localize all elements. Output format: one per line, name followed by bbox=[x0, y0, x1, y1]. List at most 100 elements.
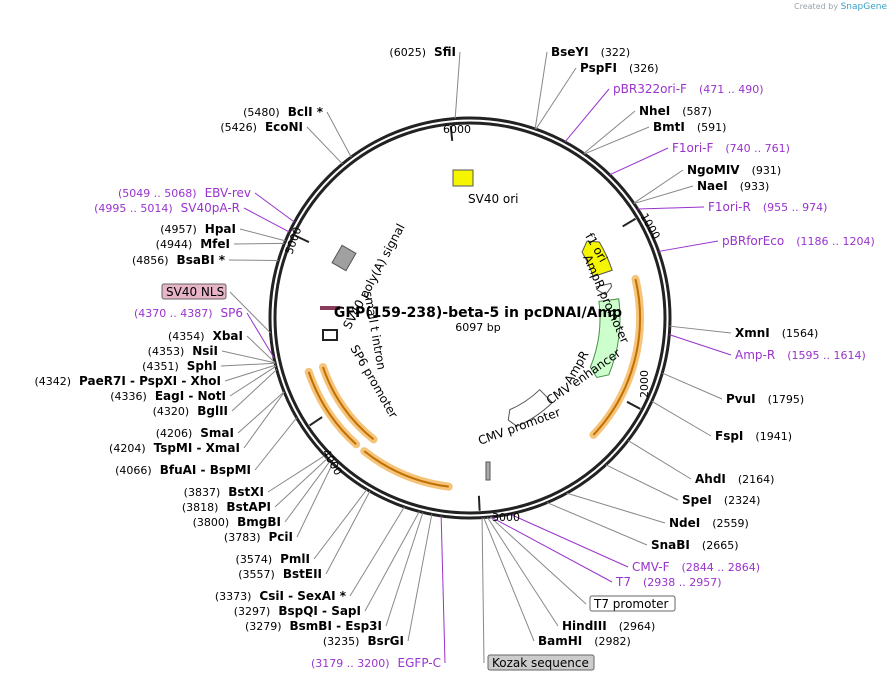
tick-mark bbox=[622, 217, 637, 228]
tick-mark bbox=[309, 416, 323, 427]
label-econi: (5426)EcoNI bbox=[220, 120, 303, 134]
label-bsteii: (3557)BstEII bbox=[238, 567, 322, 581]
site-labels: BseYI(322) PspFI(326) pBR322ori-F(471 .. 4… bbox=[34, 45, 875, 671]
connector bbox=[662, 372, 723, 400]
label-smai: (4206)SmaI bbox=[156, 426, 234, 440]
connector bbox=[546, 502, 648, 546]
connector bbox=[566, 492, 666, 524]
label-bmti: BmtI(591) bbox=[653, 120, 726, 134]
connector bbox=[633, 185, 694, 205]
connector bbox=[509, 513, 629, 568]
orf-inner-highlight-line bbox=[322, 366, 375, 441]
label-sv40-nls-box bbox=[161, 283, 227, 300]
label-pspfi: PspFI(326) bbox=[580, 61, 659, 75]
connector bbox=[651, 400, 712, 437]
orf-left-highlight-line bbox=[307, 371, 357, 446]
backbone-inner bbox=[273, 121, 667, 515]
label-sfii: (6025)SfiI bbox=[389, 45, 456, 59]
label-mfei: (4944)MfeI bbox=[156, 237, 230, 251]
label-sv40pa-r: (4995 .. 5014)SV40pA-R bbox=[94, 201, 240, 215]
tick-mark bbox=[626, 400, 641, 410]
connector bbox=[658, 240, 719, 252]
label-xmni: XmnI(1564) bbox=[735, 326, 818, 340]
connector bbox=[306, 126, 343, 165]
label-bamhi: BamHI(2982) bbox=[538, 634, 631, 648]
connector bbox=[583, 110, 636, 154]
connector bbox=[609, 147, 669, 176]
label-ndei: NdeI(2559) bbox=[669, 516, 749, 530]
label-bsabi: (4856)BsaBI * bbox=[132, 253, 226, 267]
connector bbox=[486, 516, 559, 627]
label-pbrforeco: pBRforEco(1186 .. 1204) bbox=[722, 234, 875, 248]
label-nhei: NheI(587) bbox=[639, 104, 712, 118]
label-spei: SpeI(2324) bbox=[682, 493, 760, 507]
connector bbox=[564, 88, 610, 143]
label-ebv-rev: (5049 .. 5068)EBV-rev bbox=[118, 186, 251, 200]
connector bbox=[490, 516, 613, 583]
connector bbox=[535, 67, 577, 130]
connector bbox=[633, 169, 684, 204]
label-eagi-noti: (4336)EagI - NotI bbox=[110, 389, 226, 403]
label-bstapi: (3818)BstAPI bbox=[182, 500, 271, 514]
label-ngomiv: NgoMIV(931) bbox=[687, 163, 781, 177]
label-pmli: (3574)PmlI bbox=[236, 552, 310, 566]
connector bbox=[243, 391, 285, 449]
connector bbox=[254, 192, 295, 223]
orf-ampr-highlight-line bbox=[592, 278, 641, 436]
label-bsrgi: (3235)BsrGI bbox=[323, 634, 404, 648]
connector bbox=[224, 364, 276, 382]
connector bbox=[220, 362, 276, 367]
connector bbox=[584, 126, 650, 155]
feature-sv40-polya bbox=[331, 244, 357, 272]
connector bbox=[454, 51, 461, 119]
connector bbox=[481, 517, 485, 664]
label-tspmi-xmai: (4204)TspMI - XmaI bbox=[109, 441, 240, 455]
label-hindiii: HindIII(2964) bbox=[562, 619, 655, 633]
label-xbai: (4354)XbaI bbox=[168, 329, 243, 343]
label-snabi: SnaBI(2665) bbox=[651, 538, 738, 552]
connector bbox=[237, 391, 285, 434]
feature-small-t-intron bbox=[322, 329, 338, 341]
label-bsmbi-esp3i: (3279)BsmBI - Esp3I bbox=[245, 619, 382, 633]
connector bbox=[267, 455, 326, 493]
label-pbr322ori-f: pBR322ori-F(471 .. 490) bbox=[613, 82, 764, 96]
connector bbox=[669, 334, 732, 356]
backbone-outer bbox=[268, 116, 672, 520]
orf-egfp-highlight bbox=[360, 447, 453, 491]
connector bbox=[627, 440, 692, 480]
label-paer7i-pspxi-xhoi: (4342)PaeR7I - PspXI - XhoI bbox=[34, 374, 221, 388]
label-ahdi: AhdI(2164) bbox=[695, 472, 774, 486]
connector bbox=[274, 457, 328, 508]
connector bbox=[385, 512, 424, 627]
tick-label: 6000 bbox=[443, 123, 471, 136]
connector bbox=[254, 417, 298, 471]
tick-mark bbox=[294, 234, 310, 244]
connector bbox=[221, 350, 276, 364]
feature-f1-ori bbox=[581, 240, 613, 278]
connector bbox=[243, 207, 290, 233]
connector bbox=[483, 517, 535, 642]
label-amp-r: Amp-R(1595 .. 1614) bbox=[735, 348, 866, 362]
label-csii-sexai: (3373)CsiI - SexAI * bbox=[215, 589, 347, 603]
connector bbox=[325, 490, 371, 575]
connector bbox=[239, 228, 286, 242]
tick-label: 2000 bbox=[638, 370, 651, 398]
label-sp6: (4370 .. 4387)SP6 bbox=[134, 306, 243, 320]
tick-mark bbox=[449, 125, 454, 141]
label-bcli: (5480)BclI * bbox=[243, 105, 324, 119]
label-bseyi: BseYI(322) bbox=[551, 45, 630, 59]
label-f1ori-f: F1ori-F(740 .. 761) bbox=[672, 141, 790, 155]
label-bspqi-sapi: (3297)BspQI - SapI bbox=[234, 604, 361, 618]
label-t7-promoter-box bbox=[589, 595, 676, 612]
feature-cmv-promoter-mark bbox=[485, 461, 491, 481]
connector bbox=[229, 365, 277, 397]
feature-cmv-enhancer bbox=[507, 388, 553, 427]
connector bbox=[246, 335, 276, 364]
feature-ampr bbox=[589, 298, 621, 379]
connector bbox=[605, 464, 679, 501]
label-pcii: (3783)PciI bbox=[224, 530, 293, 544]
label-egfp-c: (3179 .. 3200)EGFP-C bbox=[311, 656, 441, 670]
connector bbox=[534, 51, 548, 129]
label-fspi: FspI(1941) bbox=[715, 429, 792, 443]
